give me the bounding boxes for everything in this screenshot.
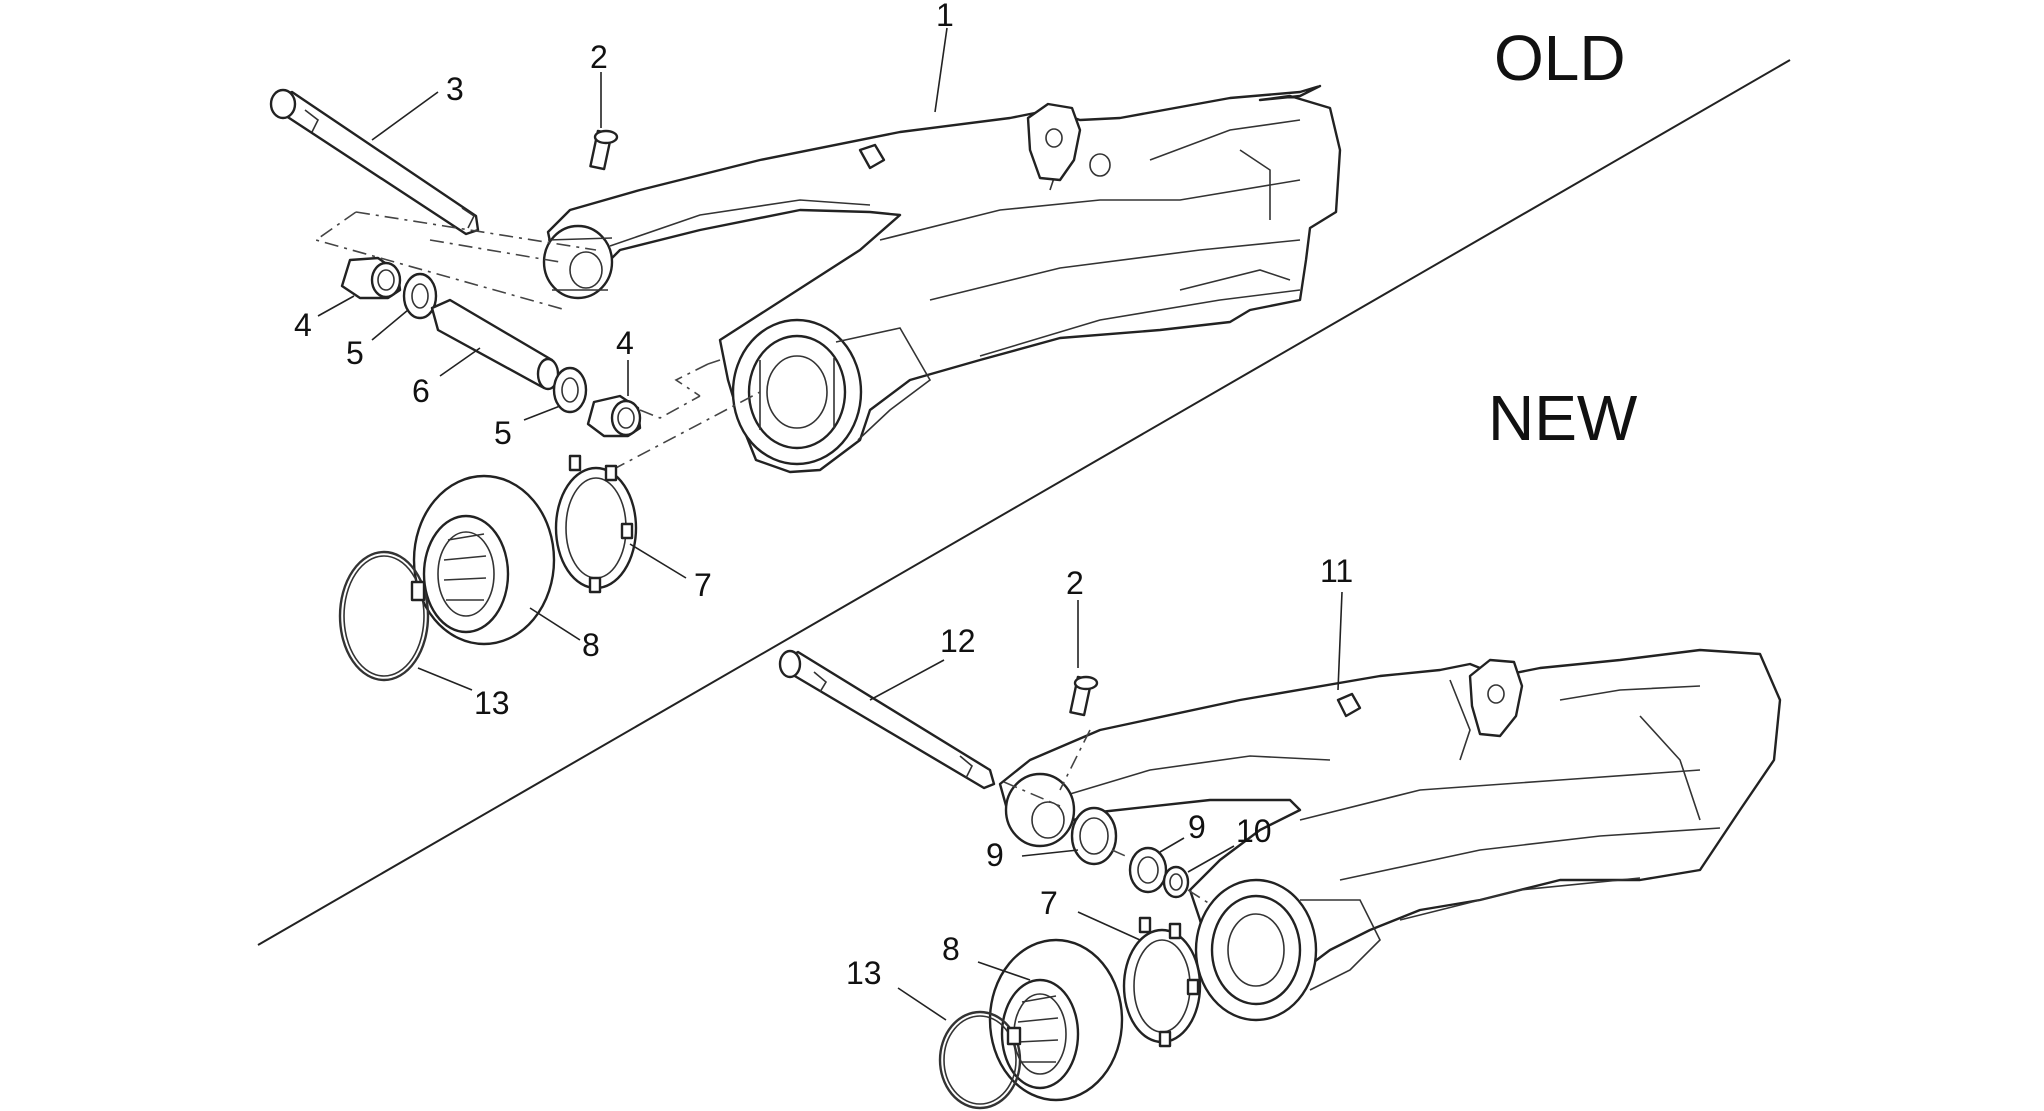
callout-old-5a: 5	[346, 335, 364, 371]
section-title-new: NEW	[1488, 382, 1638, 454]
callout-new-8: 8	[942, 931, 960, 967]
old-spacer	[430, 298, 560, 391]
callout-old-3: 3	[446, 71, 464, 107]
callout-old-4a: 4	[294, 307, 312, 343]
callout-old-6: 6	[412, 373, 430, 409]
old-bushing-lower	[586, 394, 642, 438]
callout-old-7: 7	[694, 567, 712, 603]
new-dust-cover	[988, 938, 1124, 1102]
old-lock-ring	[554, 454, 638, 594]
callout-old-8: 8	[582, 627, 600, 663]
section-divider-line	[257, 59, 1791, 946]
new-circlip	[1162, 865, 1190, 899]
old-washer-upper	[402, 272, 438, 320]
new-assembly: 2 11 12 9 9 10 7 8 13	[778, 553, 1782, 1110]
callout-new-9a: 9	[986, 837, 1004, 873]
callout-new-10: 10	[1236, 813, 1272, 849]
callout-new-2: 2	[1066, 565, 1084, 601]
old-pivot-shaft	[269, 88, 480, 236]
callout-new-11: 11	[1320, 553, 1353, 589]
callout-new-13: 13	[846, 955, 882, 991]
callout-new-12: 12	[940, 623, 976, 659]
old-bushing-upper	[340, 256, 402, 300]
old-dust-cover	[412, 474, 556, 646]
old-washer-lower	[552, 366, 588, 414]
old-assembly: 1 2 3 4 5 6 5 4 7 8 13	[269, 0, 1342, 721]
callout-old-2: 2	[590, 39, 608, 75]
section-title-old: OLD	[1494, 22, 1626, 94]
callout-old-4b: 4	[616, 325, 634, 361]
callout-new-9b: 9	[1188, 809, 1206, 845]
callout-new-7: 7	[1040, 885, 1058, 921]
old-screw	[589, 129, 619, 171]
new-swingarm	[998, 648, 1782, 1022]
new-callouts: 2 11 12 9 9 10 7 8 13	[846, 553, 1353, 1021]
new-clamp	[938, 1010, 1022, 1110]
callout-old-13: 13	[474, 685, 510, 721]
new-bearing-right	[1128, 846, 1168, 894]
new-lock-ring	[1122, 916, 1202, 1048]
new-screw	[1069, 675, 1099, 717]
old-clamp	[338, 550, 430, 682]
callout-old-5b: 5	[494, 415, 512, 451]
new-pivot-shaft	[778, 649, 996, 790]
old-callouts: 1 2 3 4 5 6 5 4 7 8 13	[294, 0, 954, 721]
new-bearing-left	[1070, 806, 1118, 866]
callout-old-1: 1	[936, 0, 954, 33]
old-swingarm	[542, 84, 1342, 474]
